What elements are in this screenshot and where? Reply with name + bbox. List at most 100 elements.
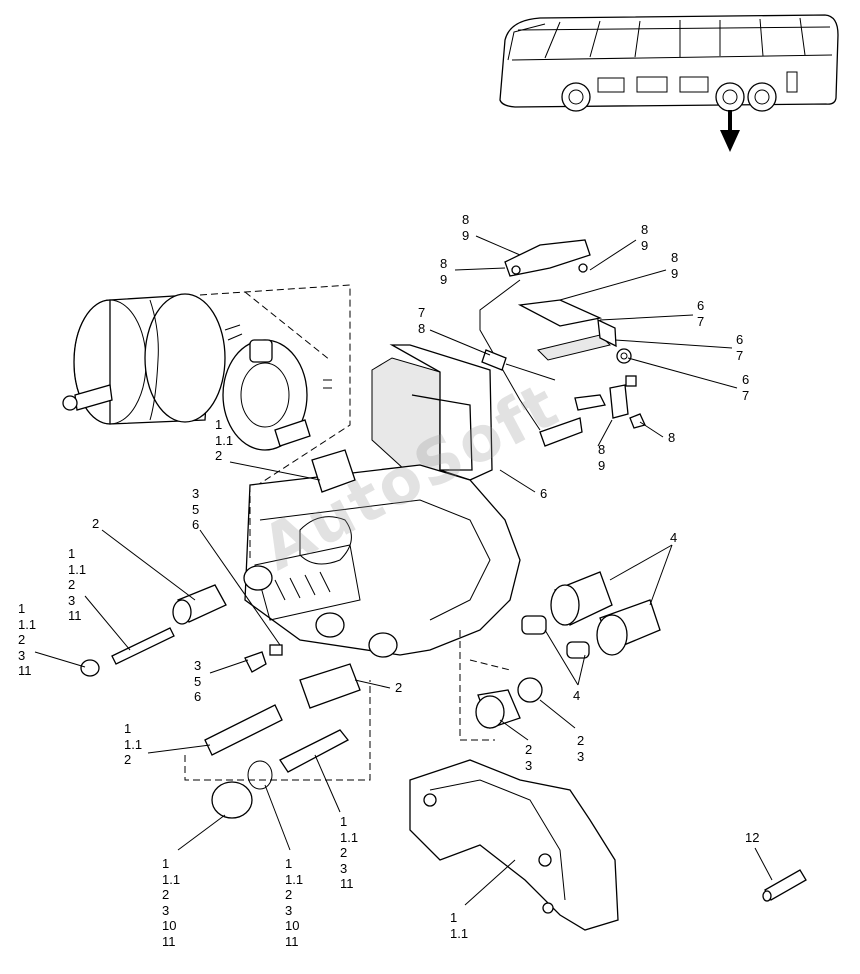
callout-number: 6: [736, 332, 744, 347]
callout-number: 6: [540, 486, 548, 501]
callout-number: 7: [418, 305, 426, 320]
callout-c-4-a: 4: [670, 530, 677, 546]
callout-c-2-b: 2: [395, 680, 402, 696]
callout-number: 3: [68, 592, 76, 608]
callout-number: 8: [598, 442, 606, 457]
callout-number: 10: [162, 918, 177, 933]
callout-number: 8: [671, 250, 679, 265]
callout-number: 2: [92, 516, 100, 531]
callout-number: 2: [18, 632, 26, 647]
callout-number: 11: [340, 876, 354, 891]
callout-number: 9: [440, 271, 448, 287]
callout-number: 6: [697, 298, 705, 313]
callout-number: 11: [162, 933, 176, 949]
leader-lines: [34, 235, 773, 906]
callout-number: 9: [671, 265, 679, 281]
callout-c-2-a: 2: [92, 516, 99, 532]
callout-c-6: 6: [540, 486, 547, 502]
callout-number: 6: [192, 517, 200, 532]
callout-number: 1.1: [162, 871, 181, 887]
callout-number: 8: [440, 256, 448, 271]
callout-number: 2: [285, 887, 293, 902]
callout-number: 1: [215, 417, 223, 432]
brake-pads: [371, 344, 493, 481]
callout-number: 1.1: [68, 561, 87, 577]
callout-number: 11: [18, 663, 32, 678]
callout-number: 2: [340, 845, 348, 860]
guide-pins: [80, 449, 371, 819]
callout-number: 2: [577, 733, 585, 748]
caliper-housing: [243, 464, 521, 741]
callout-number: 4: [573, 688, 581, 703]
callout-number: 1.1: [215, 432, 234, 448]
caliper-carrier: [409, 759, 619, 931]
callout-number: 2: [215, 448, 223, 463]
callout-number: 8: [668, 430, 676, 445]
callout-number: 8: [462, 212, 470, 227]
callout-number: 3: [340, 860, 348, 876]
callout-c-12: 12: [745, 830, 759, 846]
callout-number: 1.1: [340, 829, 359, 845]
callout-number: 9: [598, 457, 606, 473]
callout-number: 4: [670, 530, 678, 545]
callout-number: 3: [194, 658, 202, 673]
grease-tube: [762, 869, 807, 902]
callout-number: 5: [194, 673, 202, 689]
callout-number: 8: [641, 222, 649, 237]
callout-number: 7: [742, 387, 750, 403]
bus-icon: [499, 14, 839, 152]
callout-number: 2: [124, 752, 132, 767]
callout-number: 9: [462, 227, 470, 243]
callout-number: 6: [742, 372, 750, 387]
callout-number: 1.1: [450, 925, 469, 941]
callout-number: 2: [162, 887, 170, 902]
callout-number: 2: [395, 680, 403, 695]
callout-number: 6: [194, 689, 202, 704]
callout-number: 1: [68, 546, 76, 561]
callout-number: 3: [285, 902, 293, 918]
brake-chamber: [62, 284, 351, 491]
callout-c-4-b: 4: [573, 688, 580, 704]
callout-number: 7: [697, 313, 705, 329]
callout-number: 3: [525, 757, 533, 773]
callout-number: 2: [525, 742, 533, 757]
callout-number: 1: [285, 856, 293, 871]
callout-number: 1: [340, 814, 348, 829]
callout-number: 5: [192, 501, 200, 517]
callout-number: 9: [641, 237, 649, 253]
callout-number: 7: [736, 347, 744, 363]
callout-number: 3: [18, 647, 26, 663]
callout-number: 1.1: [285, 871, 304, 887]
callout-number: 12: [745, 830, 760, 845]
callout-number: 2: [68, 577, 76, 592]
callout-number: 11: [285, 933, 299, 949]
wear-sensor-assembly: [479, 239, 646, 447]
callout-number: 3: [192, 486, 200, 501]
callout-number: 1: [450, 910, 458, 925]
callout-number: 10: [285, 918, 300, 933]
callout-number: 1.1: [124, 736, 143, 752]
